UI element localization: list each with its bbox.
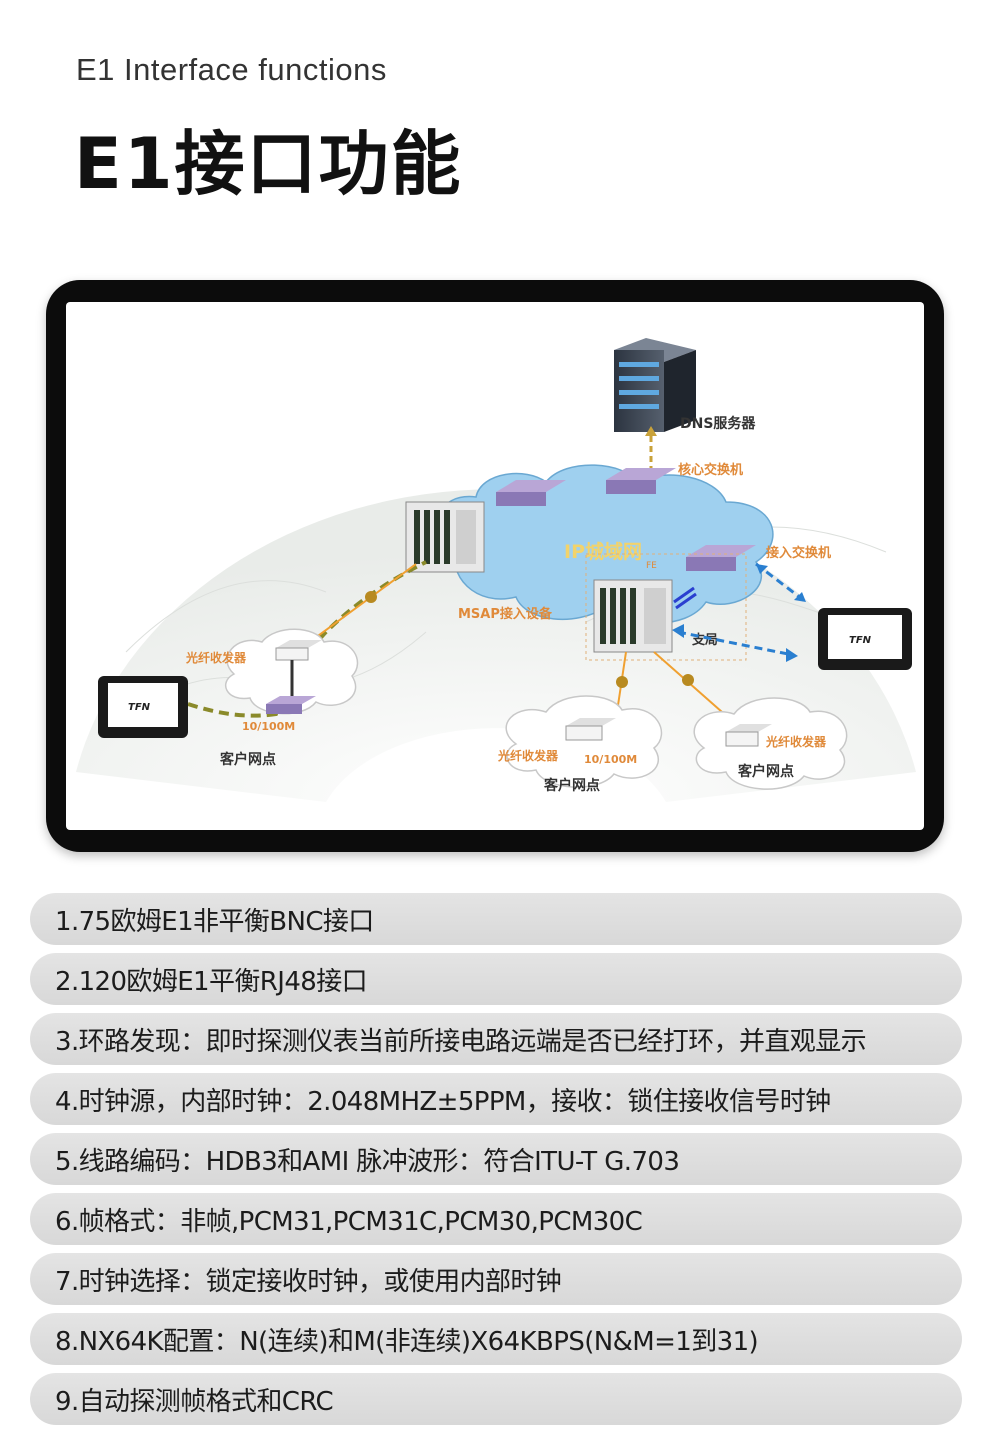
- fiber-dashed-path: [187, 560, 427, 718]
- customer-right-cloud: [693, 697, 848, 790]
- feature-item-4: 4.时钟源，内部时钟：2.048MHZ±5PPM，接收：锁住接收信号时钟: [30, 1073, 962, 1125]
- network-diagram: IP城域网 DNS服务器 核心交换机: [66, 302, 924, 830]
- ip-network-label: IP城域网: [564, 540, 642, 563]
- speed-mid-label: 10/100M: [584, 753, 637, 766]
- fiber-transceiver-mid-icon: [565, 718, 616, 741]
- dns-server-label: DNS服务器: [680, 415, 756, 432]
- feature-item-6: 6.帧格式：非帧,PCM31,PCM31C,PCM30,PCM30C: [30, 1193, 962, 1245]
- device-brand-right: TFN: [849, 635, 872, 646]
- core-switch-icon: [496, 468, 676, 506]
- feature-item-9: 9.自动探测帧格式和CRC: [30, 1373, 962, 1425]
- customer-left-label: 客户网点: [219, 751, 276, 768]
- dns-server-icon: [614, 338, 696, 432]
- fiber-transceiver-left-icon: [275, 640, 322, 661]
- feature-list: 1.75欧姆E1非平衡BNC接口 2.120欧姆E1平衡RJ48接口 3.环路发…: [30, 893, 962, 1433]
- msap-device-icon: [593, 579, 673, 653]
- fe-label: FE: [646, 561, 657, 571]
- tester-device-left-icon: TFN: [98, 676, 188, 738]
- branch-dashed-box: [585, 553, 747, 661]
- msap-label: MSAP接入设备: [458, 606, 553, 622]
- page-subtitle: E1 Interface functions: [76, 52, 387, 87]
- feature-item-3: 3.环路发现：即时探测仪表当前所接电路远端是否已经打环，并直观显示: [30, 1013, 962, 1065]
- speed-left-label: 10/100M: [242, 720, 295, 733]
- core-rack-icon: [405, 501, 485, 573]
- customer-right-label: 客户网点: [737, 763, 794, 780]
- feature-item-2: 2.120欧姆E1平衡RJ48接口: [30, 953, 962, 1005]
- page-title: E1接口功能: [74, 123, 463, 205]
- feature-item-7: 7.时钟选择：锁定接收时钟，或使用内部时钟: [30, 1253, 962, 1305]
- feature-item-1: 1.75欧姆E1非平衡BNC接口: [30, 893, 962, 945]
- customer-mid-cloud: [505, 695, 663, 788]
- customer-mid-label: 客户网点: [543, 777, 600, 794]
- feature-item-8: 8.NX64K配置：N(连续)和M(非连续)X64KBPS(N&M=1到31): [30, 1313, 962, 1365]
- customer-switch-left-icon: [266, 696, 316, 714]
- fiber-transceiver-right-icon: [725, 724, 772, 747]
- access-switch-label: 接入交换机: [766, 545, 831, 561]
- core-switch-label: 核心交换机: [678, 462, 743, 478]
- feature-item-5: 5.线路编码：HDB3和AMI 脉冲波形：符合ITU-T G.703: [30, 1133, 962, 1185]
- fiber-transceiver-mid-label: 光纤收发器: [497, 748, 559, 763]
- tablet-frame: IP城域网 DNS服务器 核心交换机: [46, 280, 944, 852]
- device-brand-left: TFN: [128, 702, 151, 713]
- tester-device-right-icon: TFN: [818, 608, 912, 670]
- fiber-transceiver-left-label: 光纤收发器: [185, 650, 247, 665]
- fiber-transceiver-right-label: 光纤收发器: [765, 734, 827, 749]
